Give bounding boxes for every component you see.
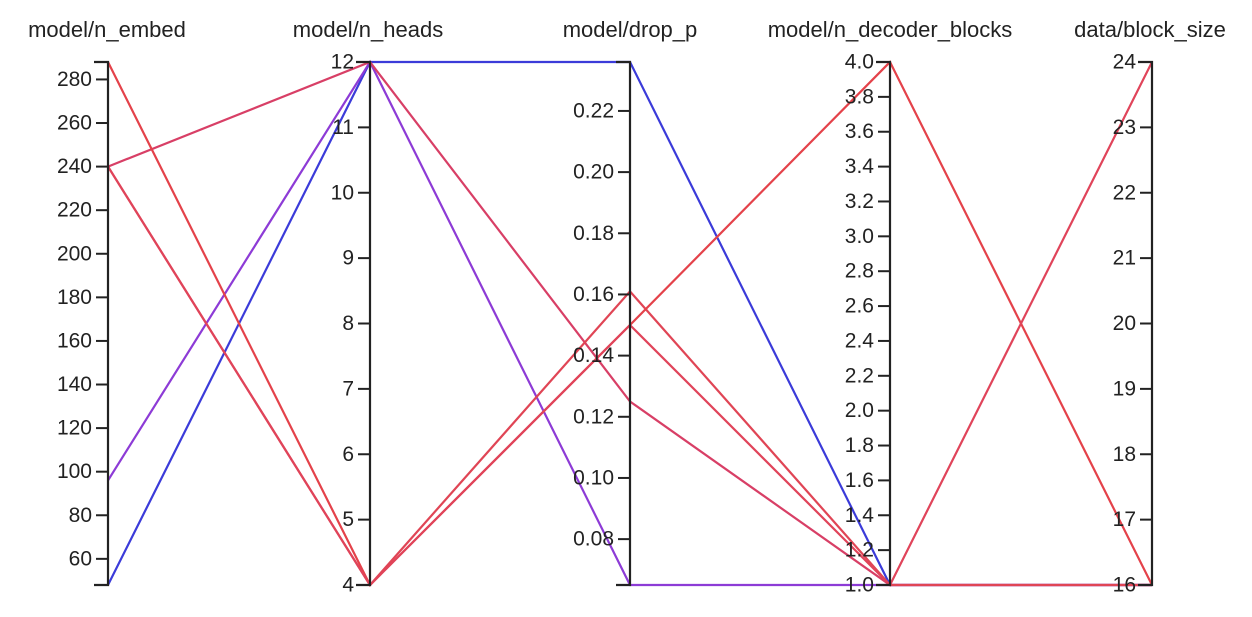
tick-label: 160 — [57, 329, 92, 352]
axes: model/n_embed 60 80 100 120 140 160 180 200 220 24… — [28, 17, 1226, 597]
tick-label: 4 — [342, 574, 354, 597]
tick-label: 1.0 — [845, 574, 874, 597]
tick-label: 19 — [1113, 377, 1136, 400]
tick-label: 7 — [342, 377, 354, 400]
tick-label: 2.2 — [845, 364, 874, 387]
axis-n_decoder_blocks[interactable]: model/n_decoder_blocks 1.0 1.2 1.4 1.6 1.8 2.0… — [768, 17, 1013, 597]
tick-label: 100 — [57, 460, 92, 483]
tick-label: 0.14 — [573, 344, 614, 367]
axis-title-n_embed: model/n_embed — [28, 17, 186, 42]
tick-label: 200 — [57, 242, 92, 265]
tick-label: 4.0 — [845, 51, 874, 74]
tick-label: 260 — [57, 112, 92, 135]
tick-label: 2.8 — [845, 260, 874, 283]
tick-label: 1.8 — [845, 434, 874, 457]
tick-label: 180 — [57, 286, 92, 309]
tick-label: 1.6 — [845, 469, 874, 492]
tick-label: 0.10 — [573, 466, 614, 489]
tick-label: 3.0 — [845, 225, 874, 248]
axis-title-n_decoder_blocks: model/n_decoder_blocks — [768, 17, 1013, 42]
tick-label: 0.08 — [573, 528, 614, 551]
tick-label: 1.4 — [845, 504, 875, 527]
tick-label: 220 — [57, 199, 92, 222]
axis-drop_p[interactable]: model/drop_p 0.08 0.10 0.12 0.14 0.16 0.18 0.20… — [563, 17, 698, 587]
tick-label: 9 — [342, 247, 354, 270]
tick-label: 16 — [1113, 574, 1136, 597]
tick-label: 240 — [57, 155, 92, 178]
tick-label: 18 — [1113, 443, 1136, 466]
tick-label: 1.2 — [845, 539, 874, 562]
tick-label: 2.4 — [845, 329, 875, 352]
axis-title-block_size: data/block_size — [1074, 17, 1226, 42]
tick-label: 80 — [69, 504, 92, 527]
tick-label: 10 — [331, 181, 354, 204]
tick-label: 2.6 — [845, 295, 874, 318]
tick-label: 3.2 — [845, 190, 874, 213]
tick-label: 2.0 — [845, 399, 874, 422]
tick-label: 3.6 — [845, 120, 874, 143]
tick-label: 0.16 — [573, 283, 614, 306]
tick-label: 3.4 — [845, 155, 875, 178]
tick-label: 12 — [331, 51, 354, 74]
tick-label: 21 — [1113, 247, 1136, 270]
axis-line-drop_p — [616, 60, 632, 587]
axis-line-n_embed — [94, 60, 110, 587]
tick-label: 140 — [57, 373, 92, 396]
tick-label: 60 — [69, 547, 92, 570]
tick-label: 8 — [342, 312, 354, 335]
tick-label: 20 — [1113, 312, 1136, 335]
tick-label: 0.20 — [573, 161, 614, 184]
tick-label: 5 — [342, 508, 354, 531]
axis-title-n_heads: model/n_heads — [293, 17, 443, 42]
tick-label: 11 — [332, 116, 354, 139]
tick-label: 0.12 — [573, 405, 614, 428]
tick-label: 280 — [57, 68, 92, 91]
tick-label: 0.22 — [573, 99, 614, 122]
axis-line-n_decoder_blocks — [876, 60, 892, 587]
axis-block_size[interactable]: data/block_size 16 17 18 19 20 21 22 23 24 — [1074, 17, 1226, 597]
tick-label: 120 — [57, 417, 92, 440]
tick-label: 22 — [1113, 181, 1136, 204]
tick-label: 3.8 — [845, 85, 874, 108]
tick-label: 17 — [1113, 508, 1136, 531]
tick-label: 6 — [342, 443, 354, 466]
axis-n_heads[interactable]: model/n_heads 4 5 6 7 8 9 10 11 12 — [293, 17, 443, 597]
tick-label: 23 — [1113, 116, 1136, 139]
axis-title-drop_p: model/drop_p — [563, 17, 698, 42]
tick-label: 24 — [1113, 51, 1137, 74]
tick-label: 0.18 — [573, 222, 614, 245]
axis-n_embed[interactable]: model/n_embed 60 80 100 120 140 160 180 200 220 24… — [28, 17, 186, 587]
